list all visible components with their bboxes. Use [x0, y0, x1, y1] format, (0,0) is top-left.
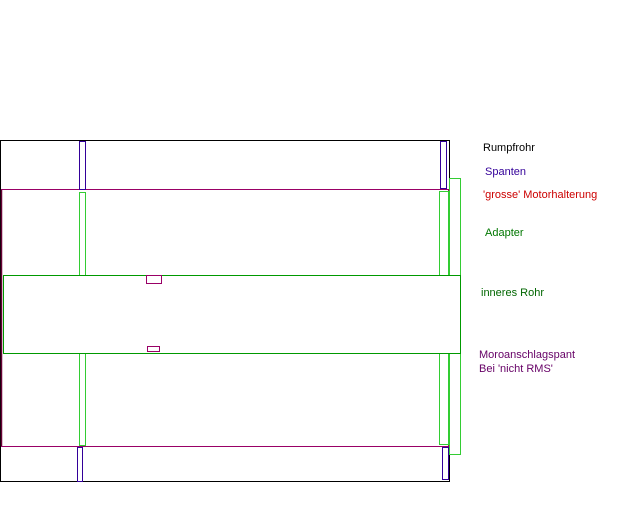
legend-rumpfrohr: Rumpfrohr [483, 142, 535, 154]
legend-anschlagspant-line1: Moroanschlagspant [479, 349, 576, 361]
inner-tube-tab-top [146, 275, 162, 284]
spant-bottom-left [77, 447, 83, 482]
legend-motorhalterung: 'grosse' Motorhalterung [483, 189, 598, 201]
legend-adapter: Adapter [485, 227, 524, 239]
spant-top-left [79, 141, 86, 190]
legend-inneres-rohr: inneres Rohr [481, 287, 544, 299]
inneres-rohr-outline [3, 275, 461, 354]
adapter-right-upper [439, 191, 449, 276]
adapter-left-lower [79, 353, 86, 446]
spant-bottom-right [442, 447, 449, 480]
inner-tube-tab-bottom [147, 346, 160, 352]
adapter-right-lower [439, 353, 449, 445]
legend-spanten: Spanten [485, 166, 526, 178]
spant-top-right [440, 141, 447, 189]
adapter-left-upper [79, 192, 86, 276]
legend-anschlagspant-line2: Bei 'nicht RMS' [479, 363, 553, 375]
